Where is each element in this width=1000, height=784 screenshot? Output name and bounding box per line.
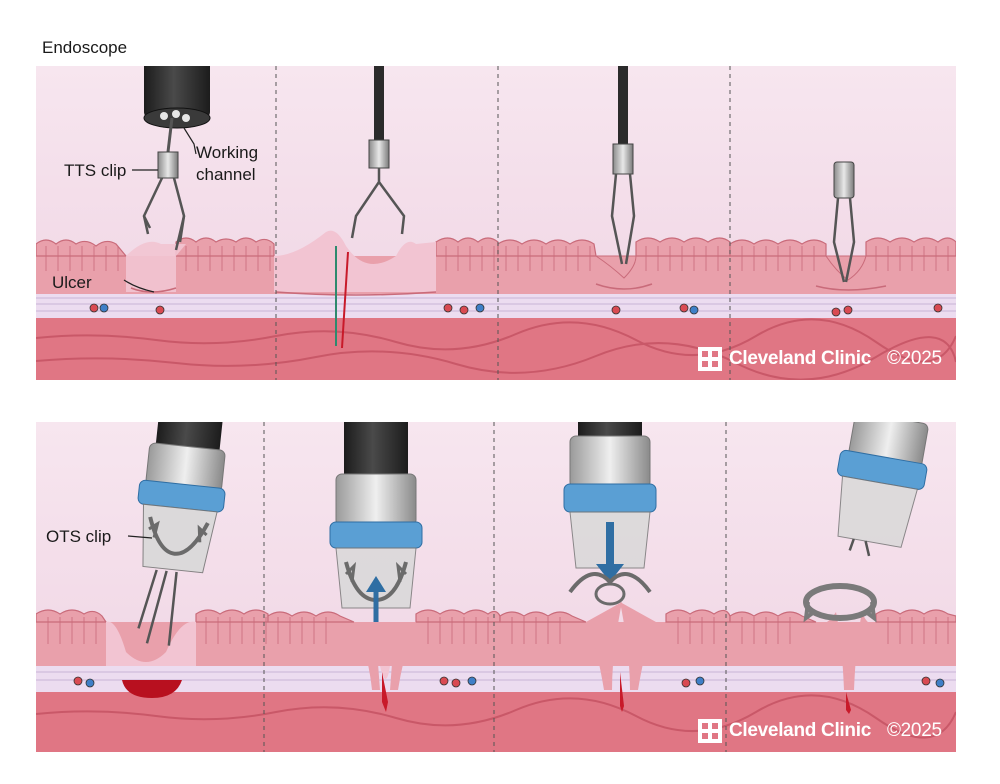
label-endoscope: Endoscope bbox=[42, 38, 128, 57]
mucosa-layer bbox=[36, 256, 956, 294]
tts-panel bbox=[36, 66, 956, 380]
ots-scope-3 bbox=[563, 422, 657, 606]
ulcer-1 bbox=[126, 241, 186, 292]
ots-illustration bbox=[36, 422, 956, 752]
ots-scope-1 bbox=[137, 422, 226, 646]
label-ulcer: Ulcer bbox=[52, 273, 92, 292]
ulcer-2 bbox=[274, 230, 436, 292]
copyright-bottom: ©2025 bbox=[886, 720, 942, 741]
brand-bottom: Cleveland Clinic ©2025 bbox=[698, 719, 942, 743]
cleveland-clinic-logo-icon bbox=[698, 347, 722, 371]
muscle-layer bbox=[36, 316, 956, 380]
label-ots-clip: OTS clip bbox=[46, 527, 112, 546]
label-tts-clip: TTS clip bbox=[64, 161, 127, 180]
clip-deployed bbox=[832, 161, 856, 283]
ots-scope-4 bbox=[837, 422, 929, 557]
cleveland-clinic-logo-icon bbox=[698, 719, 722, 743]
tts-illustration bbox=[36, 66, 956, 380]
ots-clip-deployed bbox=[803, 583, 877, 623]
label-working-channel-1: Working bbox=[196, 143, 259, 162]
submucosa-layer bbox=[36, 292, 956, 318]
label-working-channel-2: channel bbox=[196, 165, 256, 184]
brand-name-top: Cleveland Clinic bbox=[729, 348, 871, 369]
ots-panel bbox=[36, 422, 956, 752]
blood-pool bbox=[122, 680, 182, 698]
brand-top: Cleveland Clinic ©2025 bbox=[698, 347, 942, 371]
endoscope-1 bbox=[142, 66, 211, 251]
endoscope-2 bbox=[350, 66, 406, 239]
endoscope-3 bbox=[610, 66, 636, 265]
brand-name-bottom: Cleveland Clinic bbox=[729, 720, 871, 741]
ots-scope-2 bbox=[329, 422, 423, 622]
copyright-top: ©2025 bbox=[886, 348, 942, 369]
